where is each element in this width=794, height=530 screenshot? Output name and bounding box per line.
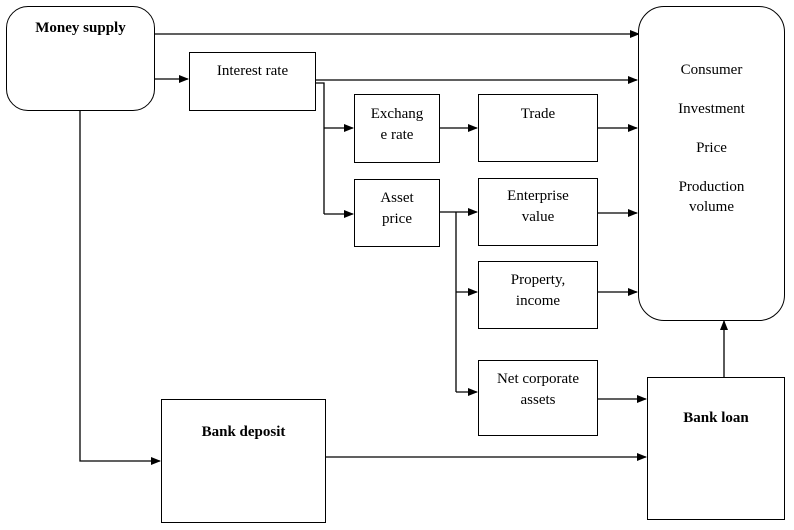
- connector-interest-branch: [316, 82, 325, 214]
- bank-loan-box: Bank loan: [647, 377, 785, 520]
- net-corporate-assets-line-1: Net corporate: [496, 371, 580, 387]
- property-income-line-1: Property,: [510, 272, 566, 288]
- exchange-rate-line-1: Exchang: [370, 106, 424, 122]
- bank-deposit-label: Bank deposit: [201, 424, 286, 440]
- exchange-rate-line-2: e rate: [380, 127, 414, 143]
- money-supply-box: Money supply: [6, 6, 155, 111]
- bank-loan-label: Bank loan: [683, 410, 749, 426]
- money-supply-label: Money supply: [35, 20, 126, 36]
- outcomes-box: Consumer Investment Price Production vol…: [638, 6, 785, 321]
- connector-money-to-deposit: [79, 111, 161, 465]
- exchange-rate-box: Exchang e rate: [354, 94, 440, 163]
- enterprise-value-line-2: value: [521, 209, 555, 225]
- outcome-investment: Investment: [678, 101, 745, 117]
- interest-rate-box: Interest rate: [189, 52, 316, 111]
- outcome-consumer: Consumer: [680, 62, 743, 78]
- outcome-volume: volume: [689, 199, 734, 215]
- trade-box: Trade: [478, 94, 598, 162]
- asset-price-line-2: price: [382, 211, 412, 227]
- asset-price-box: Asset price: [354, 179, 440, 247]
- asset-price-line-1: Asset: [380, 190, 414, 206]
- interest-rate-label: Interest rate: [216, 63, 289, 79]
- enterprise-value-line-1: Enterprise: [507, 188, 569, 204]
- property-income-line-2: income: [515, 293, 561, 309]
- net-corporate-assets-box: Net corporate assets: [478, 360, 598, 436]
- net-corporate-assets-line-2: assets: [520, 392, 556, 408]
- trade-label: Trade: [520, 106, 556, 122]
- enterprise-value-box: Enterprise value: [478, 178, 598, 246]
- outcome-production: Production: [678, 179, 745, 195]
- bank-deposit-box: Bank deposit: [161, 399, 326, 523]
- property-income-box: Property, income: [478, 261, 598, 329]
- outcome-price: Price: [696, 140, 727, 156]
